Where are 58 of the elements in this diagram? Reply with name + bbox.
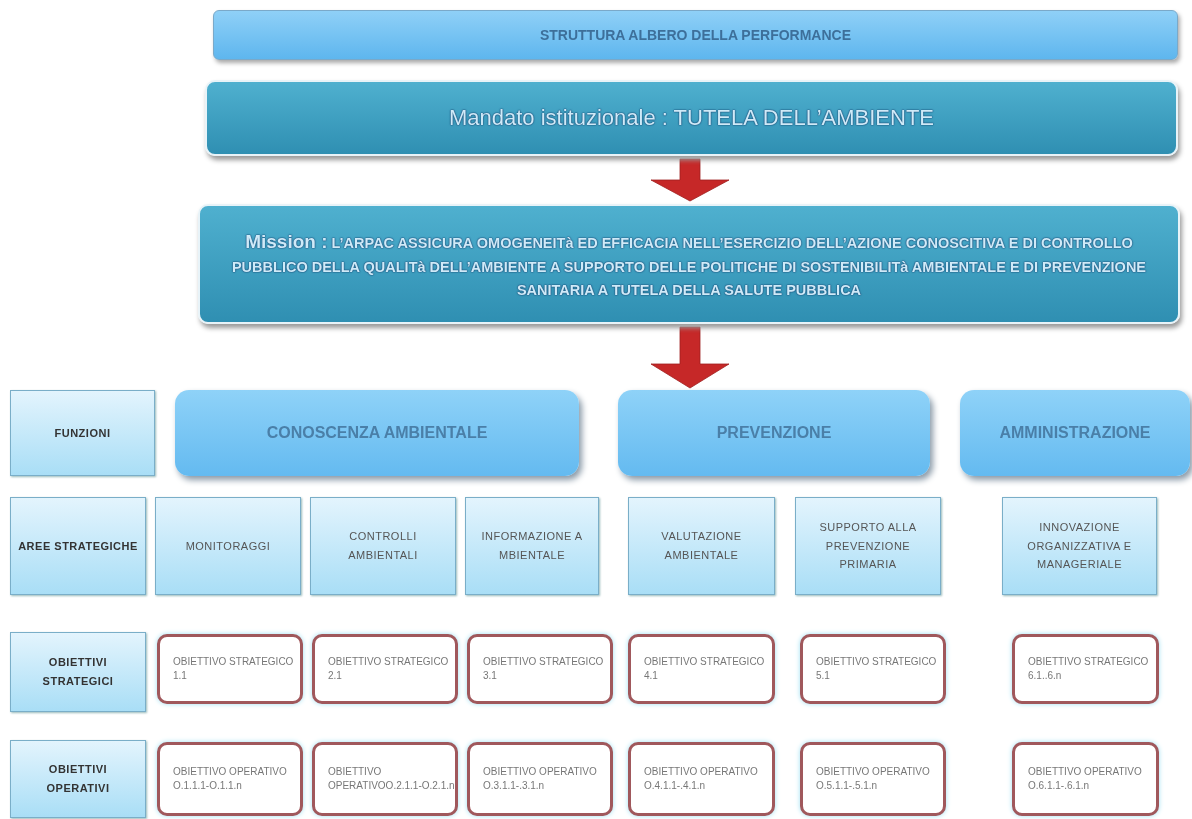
area-box (628, 497, 775, 595)
node-label: PREVENZIONE (716, 424, 832, 442)
statement-box (205, 80, 1178, 156)
node-label: OBIETTIVO OPERATIVO O.1.1.1-O.1.1.n (173, 764, 288, 793)
function-box (175, 390, 579, 476)
node-label: STRUTTURA ALBERO DELLA PERFORMANCE (539, 27, 852, 43)
objective-box (1012, 742, 1159, 816)
node-label: OBIETTIVO OPERATIVOO.2.1.1-O.2.1.n (328, 764, 455, 793)
function-box (618, 390, 930, 476)
area-box (1002, 497, 1157, 595)
node-label: CONTROLLI AMBIENTALI (347, 529, 419, 563)
function-box (960, 390, 1190, 476)
node-label: OBIETTIVO STRATEGICO 6.1..6.n (1028, 654, 1150, 683)
row-header-box (10, 497, 146, 595)
node-label: OBIETTIVO STRATEGICO 3.1 (483, 654, 605, 683)
objective-box (800, 742, 946, 816)
node-label: OBIETTIVO STRATEGICO 5.1 (816, 654, 938, 683)
node-label: OBIETTIVO OPERATIVO O.3.1.1-.3.1.n (483, 764, 598, 793)
node-label: AMMINISTRAZIONE (999, 424, 1151, 442)
row-header-box (10, 740, 146, 818)
objective-box (312, 634, 458, 704)
node-label: MONITORAGGI (184, 538, 272, 554)
objective-box (157, 634, 303, 704)
statement-box (198, 204, 1180, 324)
title-bar (213, 10, 1178, 60)
objective-box (467, 634, 613, 704)
objective-box (1012, 634, 1159, 704)
node-label: AREE STRATEGICHE (17, 538, 139, 554)
row-header-box (10, 390, 155, 476)
area-box (465, 497, 599, 595)
node-label: CONOSCENZA AMBIENTALE (266, 424, 488, 442)
area-box (795, 497, 941, 595)
node-label: OBIETTIVO OPERATIVO O.4.1.1-.4.1.n (644, 764, 759, 793)
node-label: OBIETTIVO STRATEGICO 2.1 (328, 654, 450, 683)
objective-box (800, 634, 946, 704)
block-arrow (650, 326, 730, 389)
block-arrow (650, 158, 730, 202)
node-label: OBIETTIVI OPERATIVI (45, 762, 111, 796)
node-label: INFORMAZIONE AMBIENTALE (480, 529, 584, 563)
node-label: Mission : L’ARPAC ASSICURA OMOGENEITà ED EFFICACIA NELL’ESERCIZIO DELL’AZIONE CONOSCITIVA E DI CONTROLLO PUBBLICO DELLA QUALITà DELL’AMBIENTE A SUPPORTO DELLE POLITICHE DI SOSTENIBILITà AMBIENTALE E DI PREVENZIONE SANITARIA A TUTELA DELLA SALUTE PUBBLICA (230, 229, 1148, 300)
node-label: OBIETTIVO STRATEGICO 4.1 (644, 654, 766, 683)
objective-box (312, 742, 458, 816)
objective-box (628, 742, 775, 816)
node-label: Mandato istituzionale : TUTELA DELL’AMBIENTE (449, 105, 934, 131)
area-box (155, 497, 301, 595)
node-label: FUNZIONI (53, 425, 112, 441)
objective-box (467, 742, 613, 816)
node-label: VALUTAZIONE AMBIENTALE (660, 529, 743, 563)
objective-box (157, 742, 303, 816)
node-label: OBIETTIVI STRATEGICI (41, 655, 115, 689)
row-header-box (10, 632, 146, 712)
area-box (310, 497, 456, 595)
objective-box (628, 634, 775, 704)
node-label: OBIETTIVO STRATEGICO 1.1 (173, 654, 295, 683)
node-label: OBIETTIVO OPERATIVO O.5.1.1-.5.1.n (816, 764, 931, 793)
node-label: INNOVAZIONE ORGANIZZATIVA E MANAGERIALE (1026, 519, 1133, 573)
node-label: SUPPORTO ALLA PREVENZIONE PRIMARIA (818, 519, 918, 573)
node-label: OBIETTIVO OPERATIVO O.6.1.1-.6.1.n (1028, 764, 1143, 793)
